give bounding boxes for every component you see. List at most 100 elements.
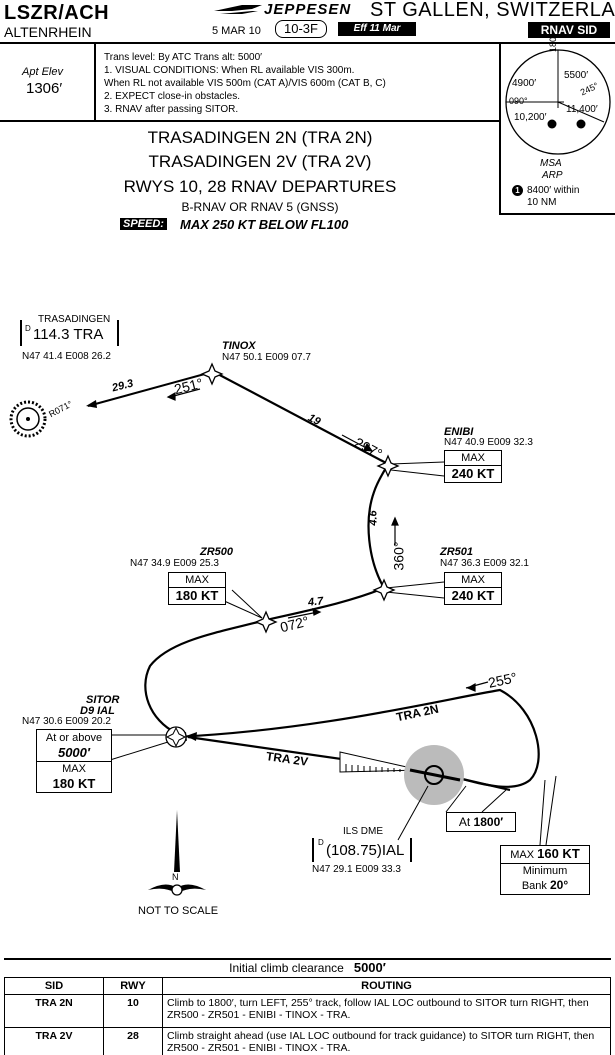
leg-enibi-distance: 4.6 [367, 510, 380, 526]
leg-tinox-tra [87, 371, 213, 407]
sitor-dme: D9 IAL [80, 705, 115, 717]
climb-clearance-label: Initial climb clearance [229, 961, 344, 975]
table-top-rule [4, 958, 611, 960]
procedure-title-1: TRASADINGEN 2N (TRA 2N) [147, 128, 373, 147]
climb-clearance-altitude: 5000′ [353, 960, 386, 975]
not-to-scale: NOT TO SCALE [138, 905, 219, 917]
msa-note-2: 10 NM [527, 197, 557, 208]
ial-d-mark: D [318, 838, 324, 847]
row-sid: TRA 2V [4, 1027, 104, 1055]
tra-vor-box [20, 320, 119, 346]
enibi-waypoint [376, 454, 400, 478]
routing-table: SID RWY ROUTING TRA 2N 10 Climb to 1800′… [4, 977, 611, 1055]
zr501-coords: N47 36.3 E009 32.1 [440, 558, 529, 569]
enibi-name: ENIBI [444, 426, 474, 438]
leg-zr500-distance: 4.7 [307, 595, 324, 609]
sitor-altitude: 5000′ [57, 745, 91, 760]
zr501-waypoint [372, 578, 396, 602]
table-header-row: SID RWY ROUTING [4, 977, 611, 995]
leg-enibi-tinox [213, 371, 389, 465]
msa-090: 090° [509, 96, 528, 106]
turn-max-label: MAX [510, 849, 535, 861]
procedure-title-4: B-RNAV OR RNAV 5 (GNSS) [181, 200, 339, 214]
msa-diagram [505, 49, 611, 155]
chart-number: 10-3F [275, 20, 327, 38]
sitor-alt-label: At or above [45, 732, 103, 744]
ial-box [312, 838, 412, 862]
zr500-coords: N47 34.9 E009 25.3 [130, 558, 219, 569]
zr501-speed-box: MAX 240 KT [444, 572, 502, 605]
climb-clearance-title: Initial climb clearance 5000′ [4, 960, 611, 975]
climb-altitude: 1800′ [473, 815, 504, 829]
col-rwy: RWY [103, 977, 163, 995]
msa-divider-v [499, 42, 501, 214]
jeppesen-logo-icon [214, 5, 262, 14]
apt-elev-value: 1306′ [26, 80, 63, 97]
tinox-name: TINOX [222, 340, 256, 352]
leg-zr501-enibi [367, 463, 389, 589]
airport-name: ALTENRHEIN [4, 24, 92, 40]
localizer-feather [339, 751, 421, 773]
zr501-name: ZR501 [440, 546, 474, 558]
msa-divider-h [499, 213, 615, 215]
note-trans: Trans level: By ATC Trans alt: 5000′ [104, 52, 263, 63]
note-2: 2. EXPECT close-in obstacles. [104, 91, 240, 102]
info-divider [94, 42, 96, 121]
tra-vor-symbol [9, 400, 47, 438]
note-3: 3. RNAV after passing SITOR. [104, 104, 239, 115]
msa-ref: ARP [542, 170, 563, 181]
enibi-coords: N47 40.9 E009 32.3 [444, 437, 533, 448]
turn-speed: 160 KT [537, 846, 580, 861]
north-label: N [172, 872, 179, 882]
leg-enibi-track: 360° [390, 541, 407, 571]
tra-frequency: 114.3 TRA [33, 326, 104, 343]
tinox-coords: N47 50.1 E009 07.7 [222, 352, 311, 363]
zr501-max-label: MAX [461, 574, 485, 586]
msa-11400: 11,400′ [566, 104, 598, 115]
turn-min-label: Minimum [522, 865, 568, 877]
route-tra2n [175, 688, 540, 788]
msa-label: MSA [540, 158, 562, 169]
tra-name: TRASADINGEN [36, 314, 113, 325]
tinox-waypoint [200, 362, 224, 386]
zr500-speed-box: MAX 180 KT [168, 572, 226, 605]
procedure-title-2: TRASADINGEN 2V (TRA 2V) [148, 152, 372, 171]
ial-frequency: (108.75)IAL [326, 842, 405, 859]
enibi-max-label: MAX [461, 452, 485, 464]
msa-note: 8400′ within [527, 185, 580, 196]
chart-type-badge: RNAV SID [528, 22, 610, 38]
sitor-name: SITOR [86, 694, 120, 706]
row-sid: TRA 2N [4, 994, 104, 1028]
sitor-max-label: MAX [37, 761, 111, 776]
climb-at-label: At [458, 815, 471, 829]
row-rwy: 10 [103, 994, 163, 1028]
speed-restriction: MAX 250 KT BELOW FL100 [180, 217, 349, 232]
note-1: 1. VISUAL CONDITIONS: When RL available … [104, 65, 355, 76]
turn-bank-value: 20° [549, 878, 569, 892]
turn-restriction-box: MAX 160 KT Minimum Bank 20° [500, 845, 590, 895]
chart-date: 5 MAR 10 [212, 25, 261, 37]
climb-altitude-box: At 1800′ [446, 812, 516, 832]
turn-bank-label: Bank [521, 880, 547, 892]
info-rule [0, 120, 500, 122]
leg-zr500-zr501 [265, 586, 385, 622]
msa-10200: 10,200′ [514, 112, 547, 123]
route-map [9, 362, 557, 896]
sitor-fix [165, 726, 187, 748]
ial-dme-symbol [424, 765, 444, 785]
jeppesen-brand: JEPPESEN [264, 1, 352, 18]
row-rwy: 28 [103, 1027, 163, 1055]
sitor-coords: N47 30.6 E009 20.2 [22, 716, 111, 727]
msa-note-marker: 1 [512, 185, 523, 196]
effective-date: Eff 11 Mar [338, 22, 416, 36]
header-rule [0, 42, 615, 44]
row-routing: Climb to 1800′, turn LEFT, 255° track, f… [162, 994, 611, 1028]
enibi-speed-box: MAX 240 KT [444, 450, 502, 483]
msa-4900: 4900′ [512, 78, 537, 89]
col-sid: SID [4, 977, 104, 995]
zr500-speed: 180 KT [169, 587, 225, 604]
msa-5500: 5500′ [564, 70, 589, 81]
tra-coords: N47 41.4 E008 26.2 [22, 351, 111, 362]
note-1b: When RL not available VIS 500m (CAT A)/V… [104, 78, 386, 89]
